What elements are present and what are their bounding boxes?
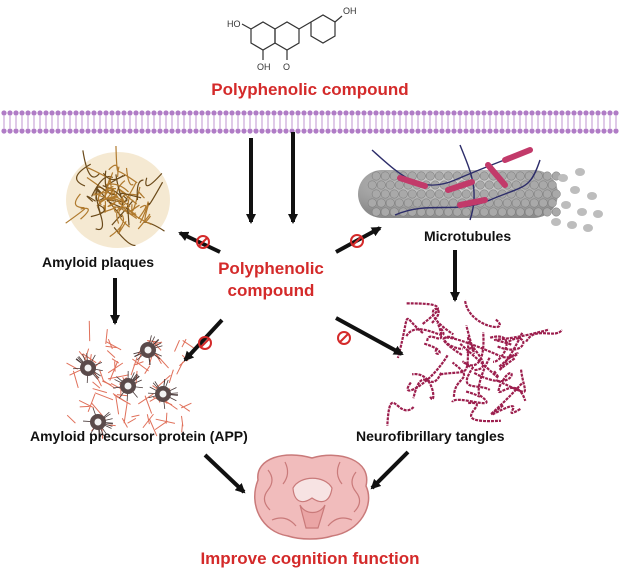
app-network-icon [66, 320, 197, 439]
center-compound-label: Polyphenolic compound [206, 258, 336, 302]
tangle-icon [386, 299, 563, 426]
top-compound-label: Polyphenolic compound [211, 80, 409, 99]
amyloid-plaque-icon [65, 146, 170, 248]
inhibition-icon [350, 234, 364, 248]
amyloid-plaques-label: Amyloid plaques [42, 254, 155, 270]
molecule-labels: HO OH OH O [227, 6, 357, 72]
substituent-label: OH [343, 6, 357, 16]
arrow-tangles-to-brain [370, 450, 410, 490]
center-compound-line2: compound [227, 281, 315, 300]
inhibition-icon [196, 235, 210, 249]
microtubules-label: Microtubules [424, 228, 512, 244]
membrane-icon [1, 110, 619, 134]
inhibition-icons [196, 234, 364, 350]
arrow-app-to-brain [203, 453, 246, 494]
microtubule-icon [358, 144, 603, 232]
arrow-to-app [183, 318, 224, 362]
outcome-label: Improve cognition function [200, 549, 420, 568]
arrow-to-tangles [335, 316, 404, 356]
app-label: Amyloid precursor protein (APP) [30, 428, 248, 444]
substituent-label: OH [257, 62, 271, 72]
tangles-label: Neurofibrillary tangles [356, 428, 505, 444]
brain-icon [254, 454, 370, 540]
inhibition-icon [337, 331, 351, 345]
arrow-to-plaques [178, 231, 221, 254]
inhibition-icon [198, 336, 212, 350]
center-compound-line1: Polyphenolic [218, 259, 324, 278]
substituent-label: O [283, 62, 290, 72]
molecule-icon: HO OH OH O [227, 6, 357, 72]
substituent-label: HO [227, 19, 241, 29]
